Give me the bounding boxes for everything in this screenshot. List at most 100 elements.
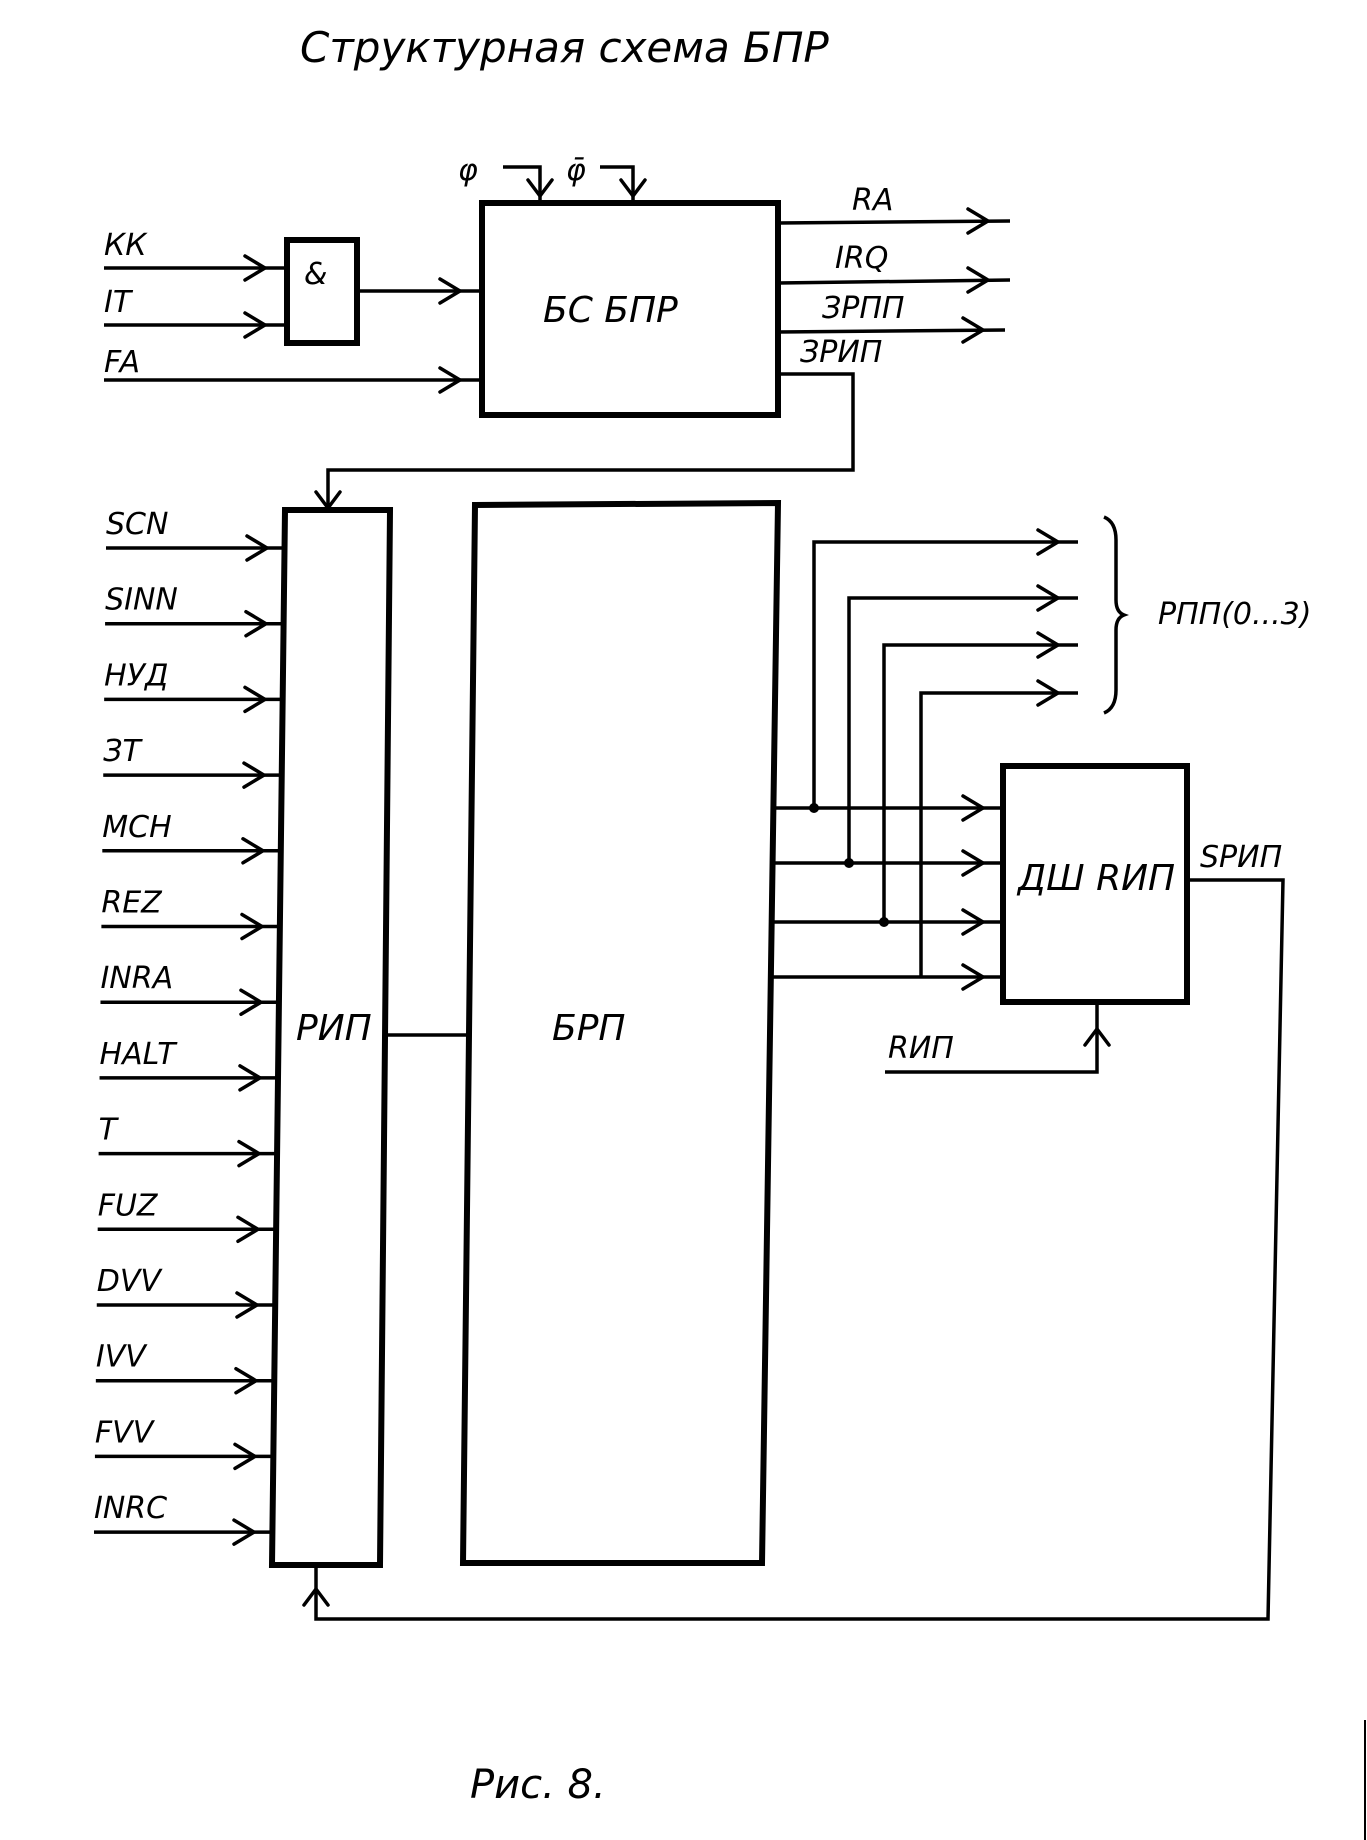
arrow-right-icon: [961, 849, 985, 877]
arrow-right-icon: [966, 207, 990, 235]
signal-label: IVV: [96, 1340, 148, 1375]
arrow-right-icon: [235, 1291, 259, 1319]
bs-bpr-input-fa: FA: [104, 345, 482, 394]
signal-label: НУД: [104, 658, 168, 693]
brp-label: БРП: [552, 1008, 625, 1049]
dsh-rip-block: ДШ RИП: [1000, 763, 1190, 1005]
rip-input: REZ: [101, 886, 280, 941]
signal-label: SCN: [106, 507, 168, 542]
signal-label: INRA: [100, 961, 173, 996]
junction-dot: [879, 917, 889, 927]
dsh-input-rip: RИП: [885, 1002, 1111, 1074]
signal-label: HALT: [100, 1037, 179, 1072]
arrow-right-icon: [243, 311, 267, 339]
rpp-bus-label: РПП(0...3): [1158, 597, 1311, 632]
signal-label: INRC: [94, 1491, 167, 1526]
brp-output-line: [772, 679, 1078, 991]
arrow-right-icon: [1036, 631, 1060, 659]
arrow-right-icon: [438, 366, 462, 394]
signal-label: FUZ: [98, 1188, 159, 1223]
bs-bpr-label: БС БПР: [543, 290, 678, 331]
dsh-rip-label: ДШ RИП: [1016, 858, 1175, 899]
brace-icon: [1103, 515, 1129, 715]
arrow-right-icon: [232, 1518, 256, 1546]
arrow-right-icon: [240, 912, 264, 941]
rip-box: [268, 507, 394, 1568]
arrow-right-icon: [966, 266, 990, 294]
rip-input: SINN: [105, 583, 284, 638]
signal-label-kk: КК: [104, 228, 148, 263]
clock-label-phi-bar: φ̄: [566, 153, 586, 188]
signal-label: SINN: [105, 583, 178, 618]
arrow-up-icon: [302, 1587, 330, 1607]
arrow-right-icon: [1036, 679, 1060, 707]
junction-dot: [844, 858, 854, 868]
signal-label: DVV: [97, 1264, 164, 1299]
signal-label-irq: IRQ: [835, 241, 888, 276]
arrow-down-icon: [526, 178, 554, 198]
signal-label-it: IT: [104, 285, 134, 320]
figure-caption: Рис. 8.: [470, 1762, 606, 1808]
signal-label-srip: SРИП: [1200, 840, 1282, 875]
rip-input: MCH: [102, 810, 281, 865]
brp-output-line: [772, 584, 1078, 877]
rpp-bus-wire: [847, 596, 1078, 863]
signal-label: FVV: [95, 1415, 156, 1450]
signal-label: T: [99, 1113, 120, 1148]
arrow-right-icon: [243, 254, 267, 282]
arrow-up-icon: [1083, 1027, 1111, 1047]
rip-input: ЗТ: [103, 734, 282, 789]
arrow-right-icon: [438, 277, 462, 305]
bs-bpr-output-zrpp: ЗРПП: [777, 291, 1006, 344]
rip-inputs: SCN SINN НУД ЗТ MCH REZ INRA HALT T FUZ DVV IVV FVV I…: [94, 507, 285, 1546]
arrow-right-icon: [244, 609, 268, 638]
signal-label-zrpp: ЗРПП: [822, 291, 904, 326]
signal-label: REZ: [101, 886, 163, 921]
dsh-output-srip: SРИП: [302, 840, 1285, 1621]
rip-input: DVV: [96, 1264, 275, 1319]
rip-label: РИП: [296, 1008, 372, 1049]
brp-box: [459, 499, 782, 1566]
bs-bpr-output-zrip: ЗРИП: [314, 335, 882, 510]
bs-bpr-output-irq: IRQ: [777, 241, 1011, 294]
arrow-right-icon: [233, 1442, 257, 1471]
junction-dot: [809, 803, 819, 813]
arrow-right-icon: [238, 1064, 262, 1092]
rpp-bus-wire: [812, 540, 1078, 808]
and-gate-input-it: IT: [104, 285, 287, 339]
arrow-right-icon: [245, 534, 269, 562]
arrow-right-icon: [236, 1215, 260, 1244]
brp-output-line: [772, 528, 1078, 822]
diagram-title: Структурная схема БПР: [300, 23, 829, 72]
bs-bpr-output-ra: RA: [777, 183, 1011, 235]
rip-input: НУД: [104, 658, 283, 714]
and-gate: &: [284, 237, 360, 346]
brp-outputs: [772, 528, 1078, 991]
signal-label: MCH: [102, 810, 171, 845]
rip-input: T: [98, 1113, 277, 1168]
arrow-right-icon: [961, 908, 985, 936]
brp-block: БРП: [459, 499, 782, 1566]
arrow-right-icon: [237, 1139, 261, 1168]
arrow-right-icon: [961, 794, 985, 822]
brp-output-line: [772, 631, 1078, 936]
signal-label-fa: FA: [104, 345, 140, 380]
arrow-right-icon: [234, 1366, 258, 1395]
signal-label: ЗТ: [103, 734, 143, 769]
rpp-bus: РПП(0...3): [1103, 515, 1311, 715]
signal-label-rip-reset: RИП: [888, 1031, 954, 1066]
arrow-right-icon: [1036, 584, 1060, 612]
arrow-right-icon: [961, 963, 985, 991]
rip-block: РИП: [268, 507, 394, 1568]
rip-input: INRA: [100, 961, 279, 1016]
arrow-down-icon: [619, 178, 647, 198]
rip-input: SCN: [106, 507, 285, 562]
clock-label-phi: φ: [458, 153, 478, 188]
and-gate-symbol: &: [304, 257, 327, 292]
bs-bpr-box: [479, 200, 781, 418]
rpp-bus-wire: [919, 691, 1078, 977]
rip-input: FUZ: [97, 1188, 276, 1244]
arrow-right-icon: [241, 837, 265, 865]
signal-label-zrip: ЗРИП: [800, 335, 882, 370]
